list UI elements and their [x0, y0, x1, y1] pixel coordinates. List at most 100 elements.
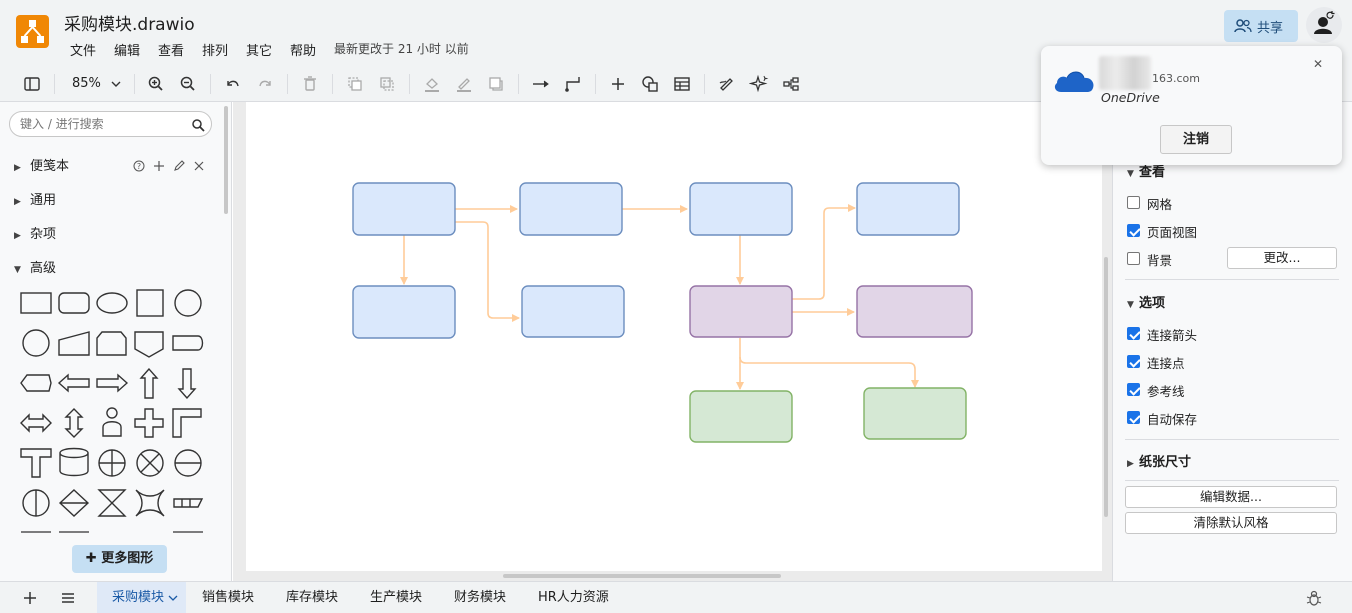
menu-file[interactable]: 文件: [70, 44, 97, 59]
decision-node[interactable]: [856, 285, 973, 338]
shape-rectangle[interactable]: [20, 292, 52, 314]
format-panel-toggle-icon[interactable]: [22, 74, 42, 94]
options-section-header[interactable]: ▼选项: [1127, 292, 1165, 311]
zoom-in-icon[interactable]: [146, 74, 166, 94]
page-tab-sales[interactable]: 销售模块: [202, 590, 255, 605]
shape-double-arrow[interactable]: [20, 413, 52, 433]
canvas-vertical-scrollbar[interactable]: [1104, 257, 1108, 517]
library-scratchpad[interactable]: ▶便笺本: [14, 155, 69, 175]
add-page-icon[interactable]: [22, 590, 38, 610]
process-node[interactable]: [856, 182, 960, 236]
shape-cylinder[interactable]: [59, 447, 89, 477]
shape-sum[interactable]: [136, 449, 164, 477]
add-icon[interactable]: [153, 157, 165, 176]
menu-view[interactable]: 查看: [158, 44, 185, 59]
shadow-icon[interactable]: [486, 74, 506, 94]
ai-sparkle-icon[interactable]: [748, 74, 769, 94]
shape-delay[interactable]: [172, 335, 204, 351]
edge[interactable]: [739, 356, 919, 388]
zoom-dropdown[interactable]: 85%: [72, 76, 101, 91]
line-color-icon[interactable]: [454, 74, 474, 94]
shape-vertical-double-arrow[interactable]: [64, 408, 84, 438]
shape-circle[interactable]: [22, 329, 50, 357]
checkbox[interactable]: [1127, 252, 1140, 265]
change-background-button[interactable]: 更改...: [1227, 247, 1337, 269]
logout-button[interactable]: 注销: [1160, 125, 1232, 154]
diagram-canvas[interactable]: [233, 102, 1112, 581]
help-icon[interactable]: ?: [133, 157, 145, 176]
shape-offpage[interactable]: [134, 331, 164, 358]
library-advanced[interactable]: ▼高级: [14, 257, 56, 277]
paper-size-section-header[interactable]: ▶纸张尺寸: [1127, 451, 1191, 470]
pages-menu-icon[interactable]: [60, 590, 76, 610]
to-back-icon[interactable]: [377, 74, 397, 94]
page-tab-procurement[interactable]: 采购模块: [97, 582, 186, 613]
shape-square[interactable]: [136, 289, 164, 317]
zoom-out-icon[interactable]: [178, 74, 198, 94]
shape-display[interactable]: [20, 374, 52, 392]
edit-data-button[interactable]: 编辑数据...: [1125, 486, 1337, 508]
document-title[interactable]: 采购模块.drawio: [64, 15, 195, 35]
delete-icon[interactable]: [300, 74, 320, 94]
chevron-down-icon[interactable]: [168, 582, 178, 613]
library-misc[interactable]: ▶杂项: [14, 223, 56, 243]
undo-icon[interactable]: [223, 74, 243, 94]
freehand-icon[interactable]: [717, 74, 737, 94]
bug-icon[interactable]: [1305, 589, 1323, 611]
diagram-layout-icon[interactable]: [781, 74, 801, 94]
waypoints-icon[interactable]: [563, 74, 583, 94]
shape-down-arrow[interactable]: [177, 368, 197, 400]
checkbox[interactable]: [1127, 383, 1140, 396]
decision-node[interactable]: [689, 285, 793, 338]
connection-arrow-icon[interactable]: [531, 74, 551, 94]
checkbox[interactable]: [1127, 196, 1140, 209]
checkbox[interactable]: [1127, 327, 1140, 340]
checkbox[interactable]: [1127, 355, 1140, 368]
process-node[interactable]: [352, 182, 456, 236]
edge[interactable]: [455, 221, 520, 322]
shape-actor[interactable]: [102, 407, 122, 437]
clear-default-style-button[interactable]: 清除默认风格: [1125, 512, 1337, 534]
fill-color-icon[interactable]: [422, 74, 442, 94]
shape-left-arrow[interactable]: [57, 373, 90, 393]
process-node[interactable]: [689, 182, 793, 236]
to-front-icon[interactable]: [345, 74, 365, 94]
shape-manual-input[interactable]: [58, 331, 90, 356]
shape-sort[interactable]: [58, 489, 90, 517]
last-saved-status[interactable]: 最新更改于 21 小时 以前: [334, 42, 469, 56]
page-tab-production[interactable]: 生产模块: [370, 590, 423, 605]
share-button[interactable]: 共享: [1224, 10, 1298, 42]
canvas-horizontal-scrollbar[interactable]: [503, 574, 781, 578]
shape-switch[interactable]: [135, 489, 165, 517]
result-node[interactable]: [689, 390, 793, 443]
more-shapes-button[interactable]: ✚ 更多图形: [72, 545, 167, 573]
page-tab-hr[interactable]: HR人力资源: [538, 590, 609, 605]
menu-arrange[interactable]: 排列: [202, 44, 229, 59]
shapes-icon[interactable]: [640, 74, 660, 94]
close-icon[interactable]: ✕: [1313, 57, 1324, 71]
shape-card[interactable]: [96, 331, 127, 356]
edit-pencil-icon[interactable]: [173, 157, 185, 176]
account-button[interactable]: [1305, 6, 1343, 44]
shape-rounded-rectangle[interactable]: [58, 292, 90, 314]
process-node[interactable]: [519, 182, 623, 236]
insert-plus-icon[interactable]: [608, 74, 628, 94]
redo-icon[interactable]: [255, 74, 275, 94]
result-node[interactable]: [863, 387, 967, 440]
shape-cross[interactable]: [134, 408, 164, 438]
close-icon[interactable]: [193, 157, 205, 176]
checkbox[interactable]: [1127, 224, 1140, 237]
library-general[interactable]: ▶通用: [14, 189, 56, 209]
shape-corner[interactable]: [172, 408, 202, 438]
chevron-down-icon[interactable]: [106, 74, 126, 94]
page-tab-finance[interactable]: 财务模块: [454, 590, 507, 605]
shape-tape[interactable]: [173, 498, 204, 508]
process-node[interactable]: [521, 285, 625, 338]
menu-edit[interactable]: 编辑: [114, 44, 141, 59]
process-node[interactable]: [352, 285, 456, 339]
checkbox[interactable]: [1127, 411, 1140, 424]
sidebar-scrollbar[interactable]: [224, 106, 228, 214]
table-icon[interactable]: [672, 74, 692, 94]
view-section-header[interactable]: ▼查看: [1127, 161, 1165, 180]
shape-tee[interactable]: [20, 448, 52, 478]
